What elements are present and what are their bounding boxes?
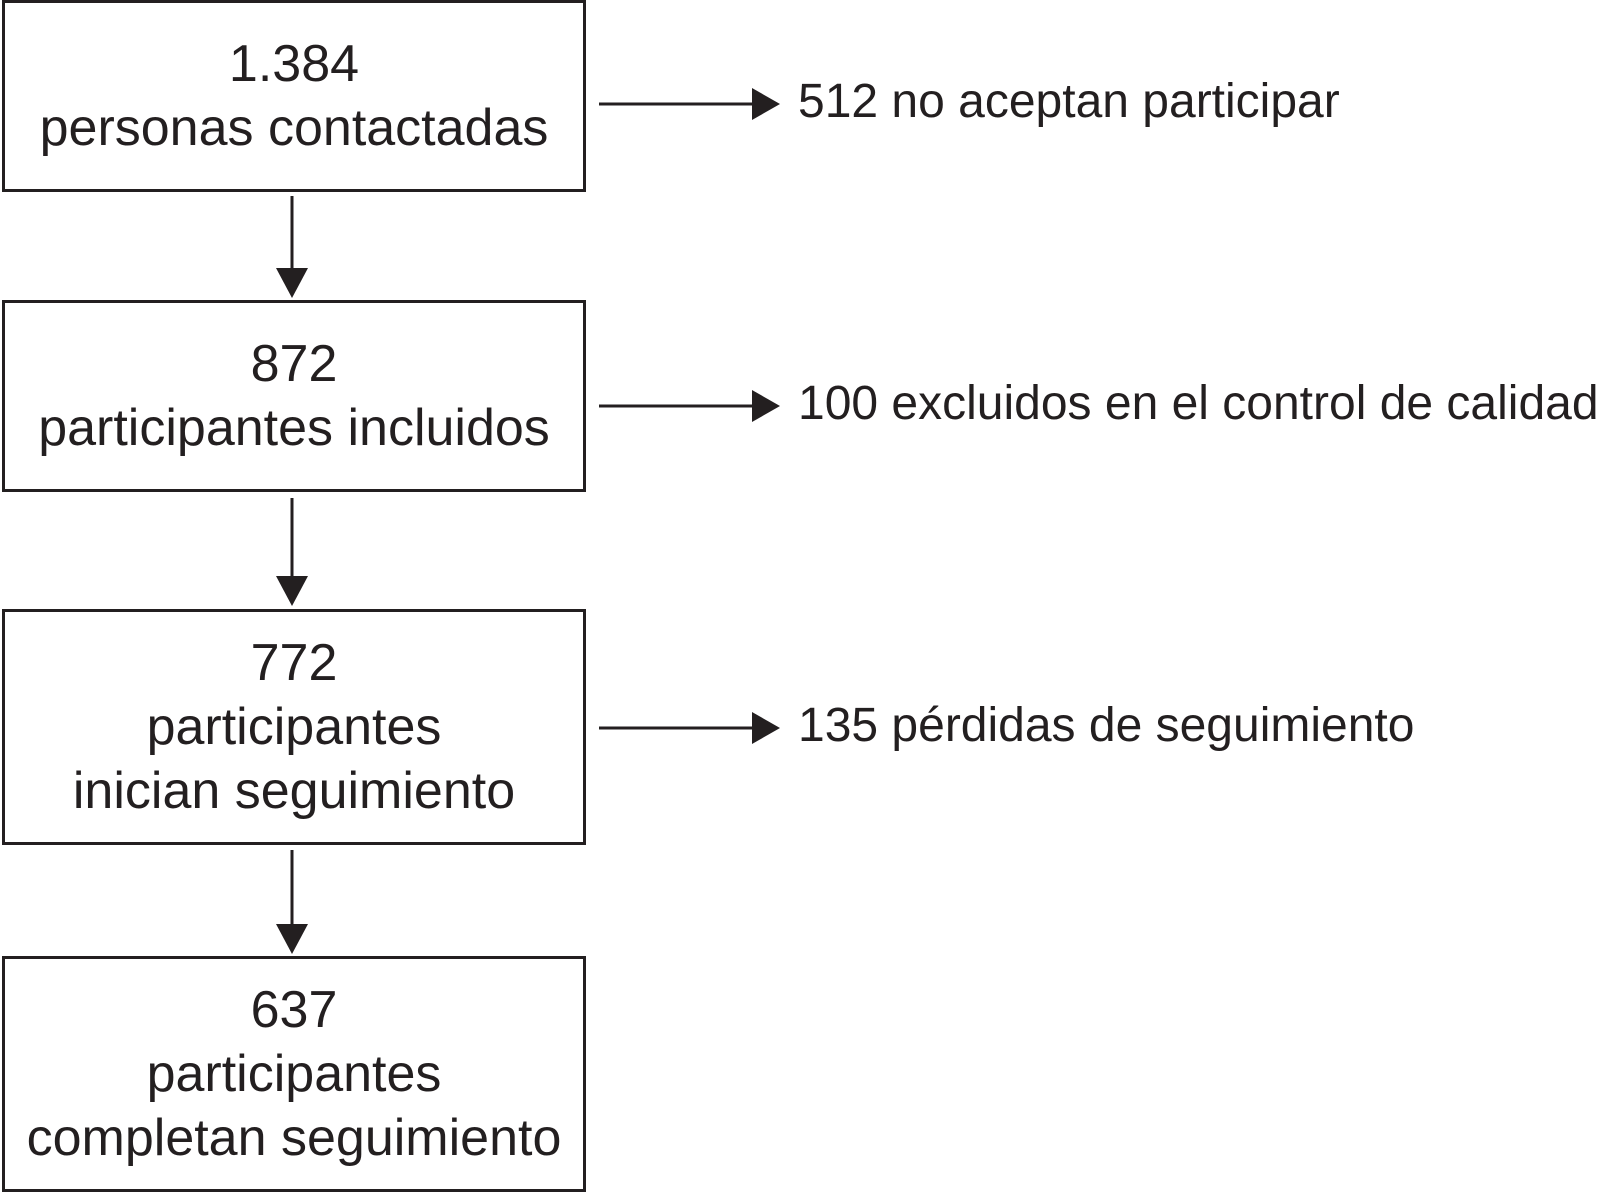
down-arrow-icon <box>276 196 308 298</box>
box-label: participantes incluidos <box>38 399 550 457</box>
right-arrow-icon <box>599 390 780 422</box>
flow-box-start-followup: 772 participantes inician seguimiento <box>2 609 586 845</box>
right-arrow-icon <box>599 712 780 744</box>
box-label: inician seguimiento <box>72 762 516 820</box>
box-label: participantes <box>146 1045 442 1103</box>
box-count: 637 <box>250 981 338 1039</box>
flow-box-complete-followup: 637 participantes completan seguimiento <box>2 956 586 1192</box>
flow-box-contacted: 1.384 personas contactadas <box>2 0 586 192</box>
box-count: 1.384 <box>228 35 360 93</box>
box-label: completan seguimiento <box>26 1109 562 1167</box>
box-label: participantes <box>146 698 442 756</box>
down-arrow-icon <box>276 498 308 606</box>
box-label: personas contactadas <box>39 99 549 157</box>
exclusion-label-quality-control: 100 excluidos en el control de calidad <box>798 377 1599 430</box>
right-arrow-icon <box>599 88 780 120</box>
flow-box-included: 872 participantes incluidos <box>2 300 586 492</box>
box-count: 872 <box>250 335 338 393</box>
down-arrow-icon <box>276 850 308 954</box>
box-count: 772 <box>250 634 338 692</box>
exclusion-label-lost-followup: 135 pérdidas de seguimiento <box>798 699 1415 752</box>
exclusion-label-declined: 512 no aceptan participar <box>798 75 1340 128</box>
